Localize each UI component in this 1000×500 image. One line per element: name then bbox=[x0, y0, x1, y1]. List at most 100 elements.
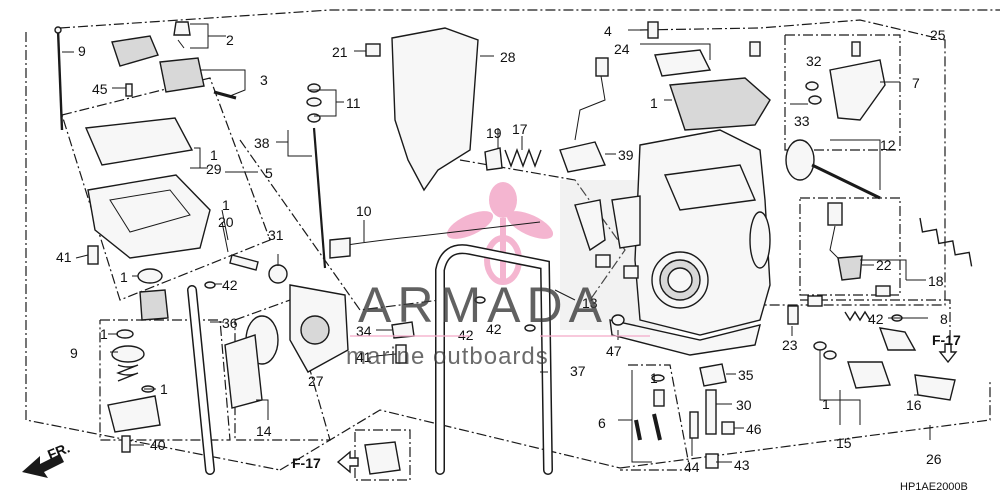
accelerator-pump-frame bbox=[99, 319, 231, 441]
callout-23: 23 bbox=[782, 337, 798, 353]
leader-lines bbox=[62, 23, 931, 463]
watermark-brand: ARMADA bbox=[358, 277, 608, 333]
hose-clip-c bbox=[524, 324, 536, 332]
diaphragm-plate bbox=[224, 334, 263, 409]
valve-oring bbox=[651, 374, 665, 382]
fitting-washer-b bbox=[823, 350, 837, 360]
cable-end bbox=[329, 237, 351, 259]
sensor-group-frame bbox=[799, 197, 901, 296]
callout-26: 26 bbox=[926, 451, 942, 467]
callout-14: 14 bbox=[256, 423, 272, 439]
callout-1: 1 bbox=[100, 326, 108, 342]
float-pin bbox=[652, 413, 662, 441]
front-arrow-icon bbox=[22, 454, 64, 478]
f17-ref-part bbox=[364, 441, 401, 475]
small-pin bbox=[125, 83, 133, 97]
throttle-shaft bbox=[811, 163, 881, 200]
choke-spring bbox=[504, 148, 542, 168]
callout-27: 27 bbox=[308, 373, 324, 389]
pump-cover bbox=[107, 395, 161, 433]
callout-7: 7 bbox=[912, 75, 920, 91]
callout-18: 18 bbox=[928, 273, 944, 289]
callout-38: 38 bbox=[254, 135, 270, 151]
top-cover bbox=[391, 27, 479, 192]
callout-28: 28 bbox=[500, 49, 516, 65]
jet-needle bbox=[312, 127, 327, 269]
callout-30: 30 bbox=[736, 397, 752, 413]
return-spring bbox=[919, 217, 973, 267]
sensor-plug bbox=[827, 202, 843, 226]
vent-cap-a bbox=[111, 35, 159, 67]
callout-33: 33 bbox=[794, 113, 810, 129]
arrow-down-icon bbox=[938, 343, 958, 364]
float-bowl-group-frame bbox=[61, 77, 271, 301]
callout-32: 32 bbox=[806, 53, 822, 69]
frame-top bbox=[59, 9, 1000, 29]
frame-bottom-left bbox=[279, 409, 621, 471]
top-chamber-cover bbox=[669, 77, 771, 131]
clip-part bbox=[173, 21, 191, 36]
callout-6: 6 bbox=[598, 415, 606, 431]
choke-linkage-plate bbox=[574, 199, 606, 252]
pump-diaphragm bbox=[111, 345, 145, 363]
hose-clip-b bbox=[474, 296, 486, 304]
fuel-fitting bbox=[847, 361, 891, 389]
main-jet-tube bbox=[705, 389, 717, 435]
callout-1: 1 bbox=[822, 396, 830, 412]
sensor-screw bbox=[875, 285, 891, 297]
callout-1: 1 bbox=[222, 197, 230, 213]
bracket-group-frame bbox=[784, 34, 901, 151]
top-screw-right bbox=[749, 41, 761, 57]
o-ring-b bbox=[116, 329, 134, 339]
vent-cap-b bbox=[159, 57, 205, 93]
washer-b bbox=[306, 97, 322, 107]
mixture-body bbox=[807, 295, 823, 307]
callout-25: 25 bbox=[930, 27, 946, 43]
callout-1: 1 bbox=[160, 381, 168, 397]
frame-bottom-right bbox=[619, 380, 991, 469]
callout-21: 21 bbox=[332, 44, 348, 60]
float-bowl-body bbox=[87, 174, 211, 259]
callout-17: 17 bbox=[512, 121, 528, 137]
choke-plug bbox=[484, 147, 503, 171]
position-sensor bbox=[837, 255, 863, 281]
callout-41: 41 bbox=[356, 349, 372, 365]
callout-8: 8 bbox=[940, 311, 948, 327]
throttle-drum bbox=[785, 139, 815, 181]
callout-20: 20 bbox=[218, 214, 234, 230]
callout-40: 40 bbox=[150, 437, 166, 453]
drain-bolt bbox=[914, 374, 956, 401]
callout-2: 2 bbox=[226, 32, 234, 48]
carburetor-body bbox=[609, 129, 771, 356]
valve-seat bbox=[653, 389, 665, 407]
idle-plug bbox=[611, 314, 625, 326]
bracket-washer bbox=[805, 81, 819, 91]
cable-bracket bbox=[829, 59, 886, 121]
choke-group-frame bbox=[459, 159, 626, 301]
idle-screw bbox=[787, 305, 799, 325]
front-marker-label: FR. bbox=[45, 439, 72, 462]
bracket-washer-b bbox=[808, 95, 822, 105]
callout-1: 1 bbox=[650, 95, 658, 111]
drain-screw bbox=[229, 254, 259, 271]
float-bowl-gasket bbox=[84, 117, 194, 166]
callout-31: 31 bbox=[268, 227, 284, 243]
float-bowl-inner bbox=[109, 189, 191, 233]
float-valve bbox=[634, 419, 642, 441]
callout-43: 43 bbox=[734, 457, 750, 473]
callout-11: 11 bbox=[346, 95, 361, 111]
callout-1: 1 bbox=[650, 370, 658, 386]
callout-15: 15 bbox=[836, 435, 852, 451]
throttle-sensor-connector bbox=[559, 141, 606, 173]
callout-29: 29 bbox=[206, 161, 222, 177]
insulator-bore bbox=[300, 315, 330, 345]
mixture-spring bbox=[844, 310, 871, 322]
external-ref-bottom: F-17 bbox=[292, 455, 321, 471]
callout-3: 3 bbox=[260, 72, 268, 88]
callout-41: 41 bbox=[56, 249, 72, 265]
seal-ring bbox=[268, 264, 288, 284]
linkage-nut-a bbox=[595, 254, 611, 268]
callout-46: 46 bbox=[746, 421, 762, 437]
jet-group-frame bbox=[620, 364, 691, 471]
